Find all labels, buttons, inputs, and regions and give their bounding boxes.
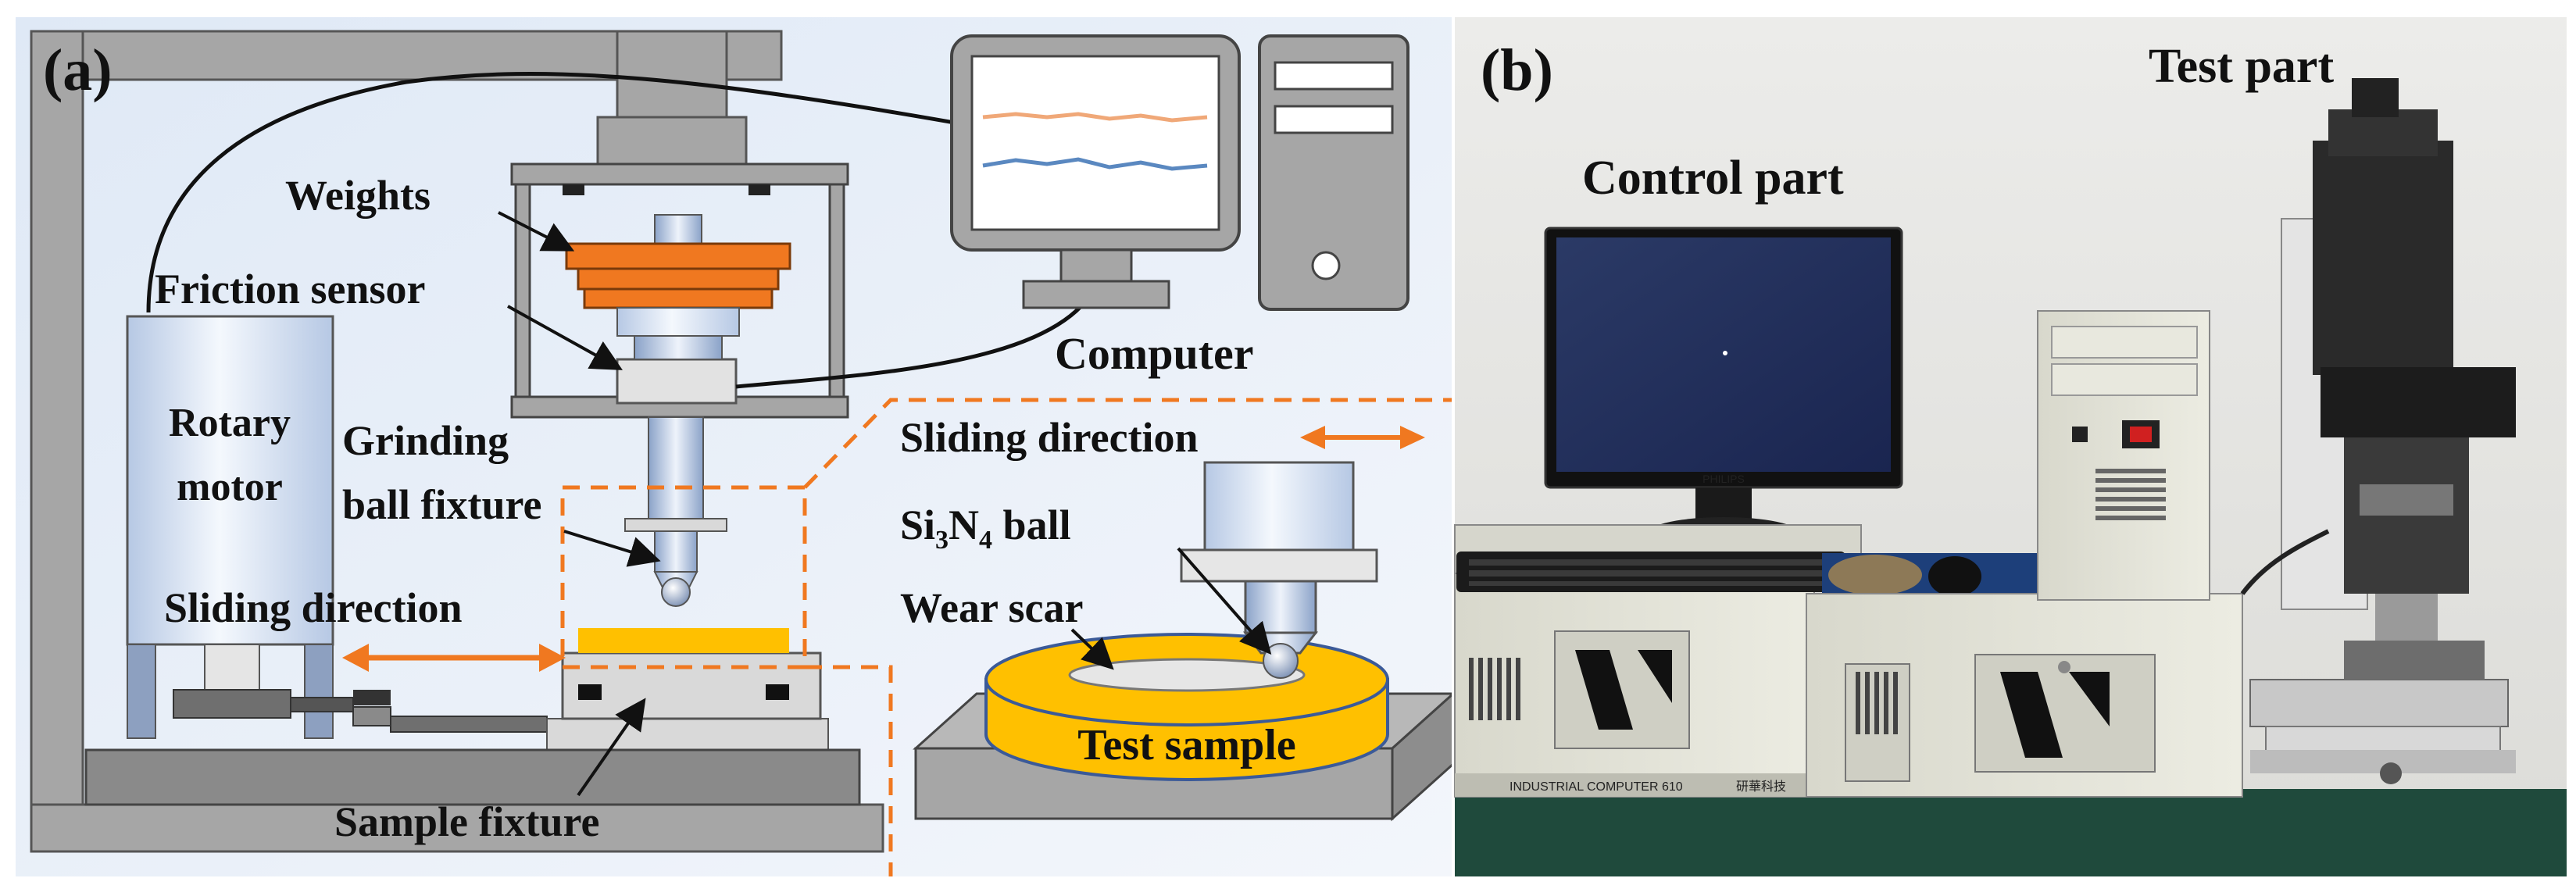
computer-tower [1258, 34, 1409, 311]
label-test-sample: Test sample [1077, 721, 1296, 769]
friction-sensor [616, 358, 738, 405]
photo-mouse [1928, 556, 1981, 597]
cable-motor-computer [146, 72, 977, 313]
label-control-part: Control part [1582, 152, 1844, 205]
grinding-ball-fixture [624, 416, 727, 607]
label-sliding-direction-left: Sliding direction [164, 584, 463, 631]
dashed-highlight-box [560, 485, 807, 669]
arrow-wear-scar [1070, 628, 1114, 670]
label-ball-fixture: ball fixture [342, 481, 542, 528]
si3n4-ball [1263, 643, 1299, 679]
panel-a: (a) [16, 17, 1456, 876]
dashed-callout [803, 398, 1452, 876]
label-sliding-direction-inset: Sliding direction [900, 414, 1199, 461]
signal-line-orange [982, 112, 1208, 123]
rotary-motor [126, 315, 548, 739]
photo-tower [2037, 310, 2210, 601]
label-wear-scar: Wear scar [900, 584, 1083, 631]
label-computer: Computer [1055, 328, 1254, 379]
label-grinding: Grinding [342, 417, 509, 464]
label-si3n4-ball: Si3N4 ball [900, 502, 1071, 555]
photo-cable [2240, 529, 2330, 595]
machine-frame [30, 30, 884, 853]
label-friction-sensor: Friction sensor [155, 266, 425, 312]
panel-b-photo: (b) Control part Test part PHILIPS [1452, 17, 2567, 876]
label-motor: motor [177, 465, 283, 509]
signal-line-blue [982, 157, 1208, 171]
label-test-part: Test part [2149, 40, 2334, 93]
sliding-arrow-left [342, 644, 566, 672]
photo-table [1455, 789, 2567, 876]
computer-illustration [950, 34, 1409, 311]
case-label: INDUSTRIAL COMPUTER 610 [1510, 780, 1683, 794]
arrow-weights [498, 211, 575, 252]
wear-scar-track [1068, 658, 1306, 692]
weights-stack [565, 242, 791, 309]
arrow-grinding-fixture [563, 530, 661, 567]
sliding-arrow-inset [1300, 426, 1425, 449]
photo-industrial-computer-right [1806, 593, 2243, 798]
photo-test-machine [2249, 78, 2516, 784]
load-frame [510, 162, 849, 419]
cable-sensor-computer [735, 299, 1088, 389]
sample-fixture [84, 628, 861, 806]
label-sample-fixture: Sample fixture [334, 798, 599, 845]
arrow-friction-sensor [507, 305, 623, 370]
photo-industrial-computer-left: INDUSTRIAL COMPUTER 610 研華科技 [1454, 524, 1862, 798]
label-rotary: Rotary [169, 401, 291, 445]
case-label-cn: 研華科技 [1736, 780, 1786, 794]
label-weights: Weights [285, 172, 431, 219]
arrow-sample-fixture [577, 698, 646, 797]
arrow-si3n4-ball [1177, 547, 1272, 655]
inset-contact-detail: Sliding direction Test sample [900, 414, 1456, 822]
panel-a-letter: (a) [43, 37, 113, 103]
monitor-brand: PHILIPS [1702, 473, 1745, 485]
panel-b-letter: (b) [1481, 37, 1553, 103]
